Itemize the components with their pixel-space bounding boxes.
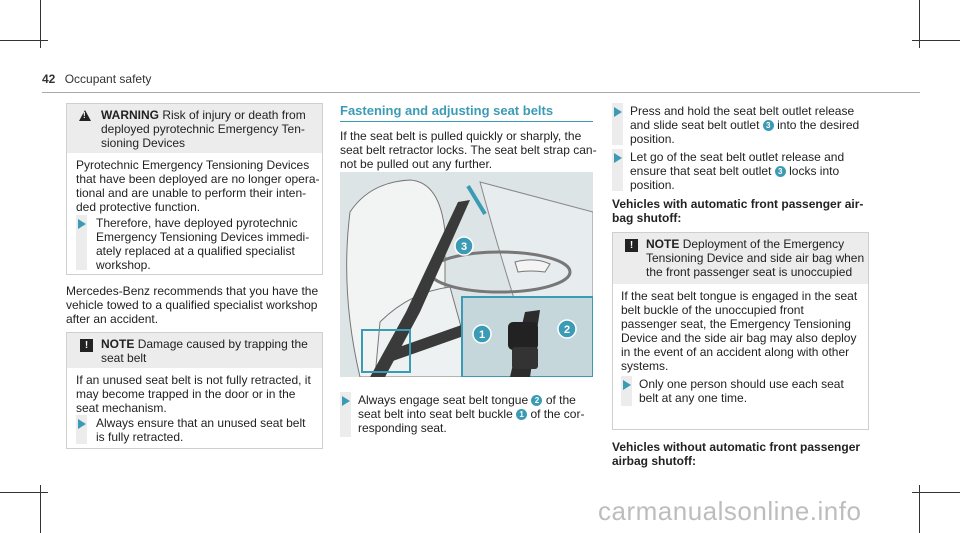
fastening-step-line: Always engage seat belt tongue 2 of the (358, 393, 576, 407)
note-body-line: If an unused seat belt is not fully retr… (76, 373, 311, 387)
note-title-line: Tensioning Device and side air bag when (646, 251, 865, 265)
paragraph-line: Mercedes-Benz recommends that you have t… (66, 284, 319, 298)
page-number: 42 (42, 72, 56, 86)
svg-text:3: 3 (461, 241, 467, 253)
warning-step-line: workshop. (96, 258, 151, 272)
subheading: bag shutoff: (612, 211, 682, 225)
crop-mark (40, 485, 41, 533)
paragraph-line: vehicle towed to a qualified specialist … (66, 298, 318, 312)
warning-box (66, 103, 323, 275)
intro-line: not be pulled out any further. (340, 157, 493, 171)
note-title-line: seat belt (101, 351, 147, 365)
right-step-line: Let go of the seat belt outlet release a… (630, 150, 845, 164)
step-arrow-icon (78, 219, 86, 229)
section-title: Occupant safety (64, 72, 152, 86)
warning-title: WARNING Risk of injury or death from (101, 108, 306, 122)
crop-mark (919, 485, 920, 533)
section-heading: Fastening and adjusting seat belts (340, 103, 554, 118)
seat-belt-illustration: 3 1 2 (340, 172, 593, 377)
fastening-step-line: seat belt into seat belt buckle 1 of the… (358, 407, 585, 421)
note-body-line: passenger seat, the Emergency Tensioning (621, 317, 851, 331)
note-title: NOTE Deployment of the Emergency (646, 237, 845, 251)
callout-2: 2 (531, 395, 543, 407)
warning-step-line: Emergency Tensioning Devices immedi- (96, 230, 310, 244)
note-icon: ! (625, 239, 638, 252)
subheading: Vehicles with automatic front passenger … (612, 197, 864, 211)
note-step-line: is fully retracted. (96, 430, 184, 444)
note-title-line: the front passenger seat is unoccupied (646, 265, 853, 279)
note-body-line: may become trapped in the door or in the (76, 387, 296, 401)
note-header (613, 233, 868, 284)
note-step-line: belt at any one time. (639, 391, 748, 405)
note-body-line: If the seat belt tongue is engaged in th… (621, 289, 858, 303)
subheading: Vehicles without automatic front passeng… (612, 440, 861, 454)
step-arrow-icon (78, 419, 86, 429)
note-header (67, 333, 322, 368)
step-arrow-icon (614, 107, 622, 117)
right-step-line: Press and hold the seat belt outlet rele… (630, 104, 855, 118)
warning-step-line: ately replaced at a qualified specialist (96, 244, 295, 258)
crop-mark (40, 0, 41, 48)
callout-3: 3 (762, 120, 774, 132)
callout-3: 3 (774, 166, 786, 178)
intro-line: seat belt retractor locks. The seat belt… (340, 143, 597, 157)
note-body-line: in the event of an accident along with o… (621, 345, 850, 359)
fastening-step-line: responding seat. (358, 421, 447, 435)
step-arrow-icon (614, 153, 622, 163)
warning-label: WARNING (101, 108, 159, 122)
note-box (612, 232, 869, 430)
right-step-line: position. (630, 178, 675, 192)
step-bar (612, 103, 623, 145)
step-arrow-icon (623, 380, 631, 390)
svg-text:1: 1 (479, 329, 485, 341)
step-bar (76, 215, 87, 270)
watermark: carmanualsonline.info (598, 496, 862, 526)
note-title: NOTE Damage caused by trapping the (101, 337, 308, 351)
crop-mark (912, 40, 960, 41)
crop-mark (0, 40, 48, 41)
note-icon: ! (80, 339, 93, 352)
header-rule (42, 92, 920, 93)
note-body-line: belt buckle of the unoccupied front (621, 303, 804, 317)
right-step-line: ensure that seat belt outlet 3 locks int… (630, 164, 840, 178)
step-bar (621, 376, 632, 406)
step-arrow-icon (342, 396, 350, 406)
warning-body-line: tional and are unable to perform their i… (76, 186, 307, 200)
warning-body-line: ded protective function. (76, 200, 201, 214)
note-body-line: seat mechanism. (76, 401, 167, 415)
warning-body-line: Pyrotechnic Emergency Tensioning Devices (76, 158, 310, 172)
crop-mark (919, 0, 920, 48)
step-bar (76, 415, 87, 444)
warning-step-line: Therefore, have deployed pyrotechnic (96, 216, 298, 230)
note-step-line: Always ensure that an unused seat belt (96, 416, 306, 430)
right-step-line: and slide seat belt outlet 3 into the de… (630, 118, 860, 132)
callout-1: 1 (516, 409, 528, 421)
step-bar (340, 392, 351, 437)
paragraph-line: after an accident. (66, 312, 159, 326)
seat-belt-drawing: 3 1 2 (340, 172, 593, 377)
right-step-line: position. (630, 132, 675, 146)
note-label: NOTE (101, 337, 135, 351)
svg-text:2: 2 (564, 324, 570, 336)
intro-line: If the seat belt is pulled quickly or sh… (340, 129, 582, 143)
note-body-line: Device and the side air bag may also dep… (621, 331, 857, 345)
note-box (66, 332, 323, 449)
warning-title-line: sioning Devices (101, 136, 186, 150)
warning-header (67, 104, 322, 153)
crop-mark (0, 492, 48, 493)
note-body-line: systems. (621, 359, 669, 373)
step-bar (612, 149, 623, 191)
warning-title-line: deployed pyrotechnic Emergency Ten- (101, 122, 305, 136)
subheading: airbag shutoff: (612, 454, 696, 468)
warning-body-line: that have been deployed are no longer op… (76, 172, 320, 186)
note-label: NOTE (646, 237, 680, 251)
page-header: 42 Occupant safety (42, 72, 151, 86)
note-step-line: Only one person should use each seat (639, 377, 844, 391)
warning-triangle-icon (79, 110, 91, 121)
crop-mark (912, 492, 960, 493)
heading-rule (340, 121, 593, 122)
